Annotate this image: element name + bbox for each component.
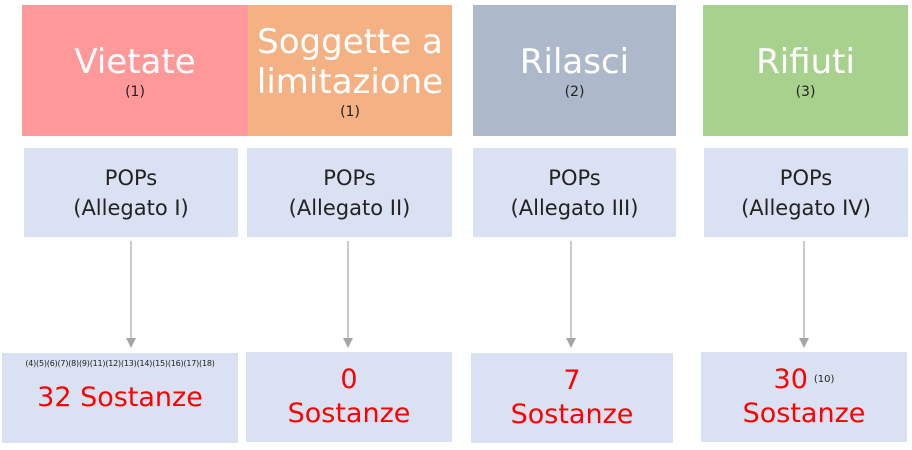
pops-box-allegato-i: POPs (Allegato I) bbox=[24, 148, 238, 237]
arrowhead-vietate bbox=[126, 338, 136, 348]
category-title: Rilasci bbox=[519, 41, 630, 82]
result-count: 32 Sostanze bbox=[37, 382, 203, 413]
result-count: 0 bbox=[340, 364, 358, 395]
arrowhead-rilasci bbox=[566, 338, 576, 348]
result-count: 30 bbox=[773, 364, 808, 395]
arrowhead-soggette bbox=[343, 338, 353, 348]
result-box-vietate: (4)(5)(6)(7)(8)(9)(11)(12)(13)(14)(15)(1… bbox=[2, 353, 238, 443]
category-box-soggette-a-limitazione: Soggette a limitazione (1) bbox=[248, 5, 452, 136]
result-footnote: (10) bbox=[813, 374, 835, 385]
category-note: (3) bbox=[795, 83, 816, 100]
category-box-rilasci: Rilasci (2) bbox=[473, 5, 676, 136]
result-box-rifiuti: 30 (10) Sostanze bbox=[701, 352, 907, 442]
pops-label: POPs bbox=[779, 165, 833, 190]
pops-box-allegato-iv: POPs (Allegato IV) bbox=[704, 148, 908, 237]
category-box-vietate: Vietate (1) bbox=[22, 5, 248, 136]
pops-box-allegato-ii: POPs (Allegato II) bbox=[247, 148, 452, 237]
category-title: Vietate bbox=[74, 41, 196, 82]
result-footnotes: (4)(5)(6)(7)(8)(9)(11)(12)(13)(14)(15)(1… bbox=[25, 359, 215, 368]
result-box-rilasci: 7 Sostanze bbox=[471, 353, 673, 443]
category-note: (1) bbox=[125, 83, 145, 100]
category-title-line2: limitazione bbox=[256, 61, 444, 102]
category-box-rifiuti: Rifiuti (3) bbox=[703, 5, 908, 136]
category-note: (1) bbox=[340, 103, 360, 120]
arrowhead-rifiuti bbox=[799, 338, 809, 348]
result-count-row: 30 (10) bbox=[774, 363, 835, 397]
category-title: Rifiuti bbox=[756, 41, 855, 82]
result-box-soggette: 0 Sostanze bbox=[246, 352, 452, 442]
result-unit: Sostanze bbox=[742, 398, 866, 429]
category-title-line1: Soggette a bbox=[257, 21, 443, 62]
result-unit: Sostanze bbox=[287, 398, 411, 429]
pops-annex: (Allegato IV) bbox=[741, 195, 871, 220]
pops-annex: (Allegato II) bbox=[288, 195, 411, 220]
result-count: 7 bbox=[563, 365, 581, 396]
pops-annex: (Allegato I) bbox=[73, 195, 189, 220]
category-note: (2) bbox=[564, 83, 585, 100]
pops-annex: (Allegato III) bbox=[510, 195, 639, 220]
pops-label: POPs bbox=[323, 165, 376, 190]
pops-label: POPs bbox=[104, 165, 158, 190]
pops-label: POPs bbox=[548, 165, 601, 190]
result-unit: Sostanze bbox=[510, 399, 634, 430]
pops-box-allegato-iii: POPs (Allegato III) bbox=[473, 148, 676, 237]
